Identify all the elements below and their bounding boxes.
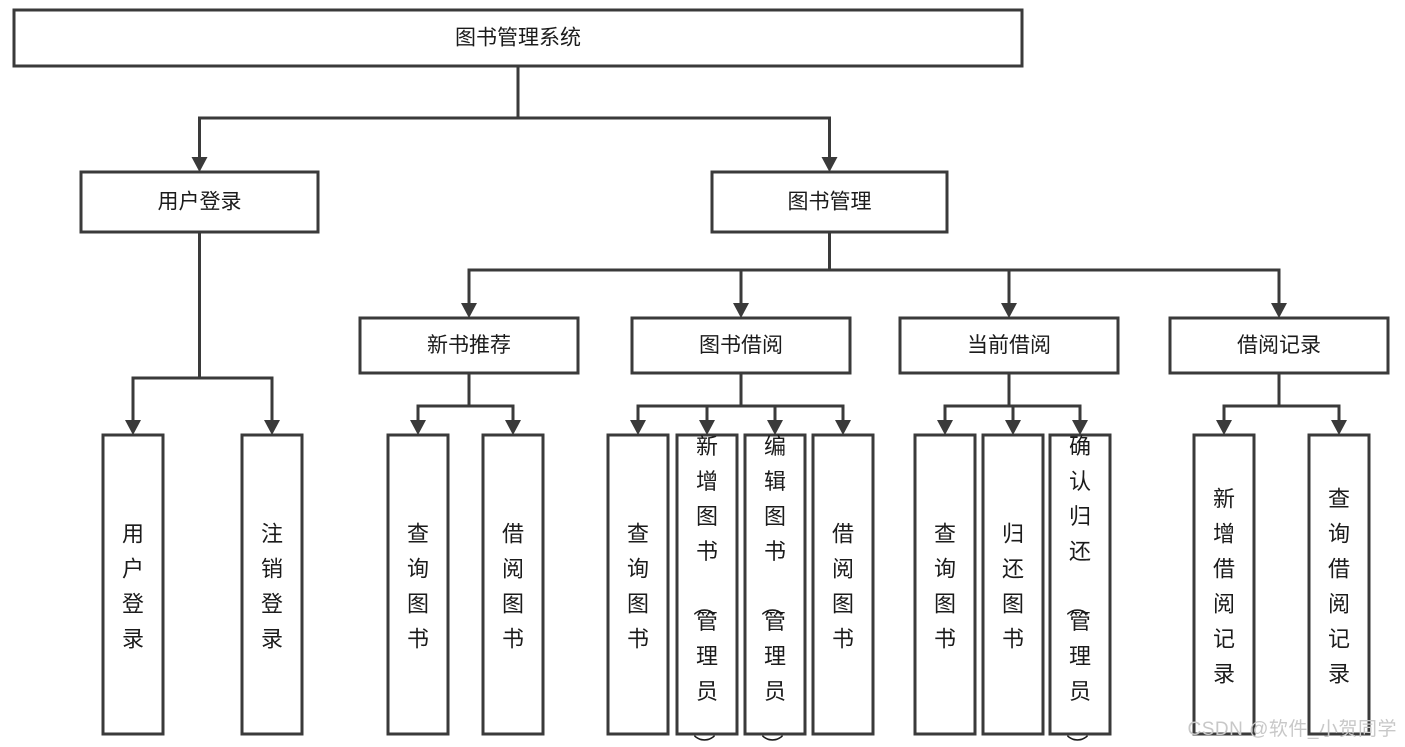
arrow-head-icon <box>835 420 851 435</box>
leaf-node-rect <box>606 433 670 736</box>
leaf-node[interactable]: 借阅图书 <box>811 433 875 736</box>
leaf-node-label: 查询借阅记录 <box>1328 487 1350 687</box>
arrow-head-icon <box>1001 303 1017 318</box>
leaf-node-label: 归还图书 <box>1002 522 1024 652</box>
arrow-head-icon <box>699 420 715 435</box>
leaf-node-rect <box>1192 433 1256 736</box>
arrow-head-icon <box>821 157 838 172</box>
leaf-node-rect <box>1048 433 1112 736</box>
arrow-head-icon <box>630 420 646 435</box>
level1-node-rect <box>710 170 949 234</box>
level1-node[interactable]: 用户登录 <box>79 170 320 234</box>
connector-layer <box>125 64 1347 435</box>
leaf-node[interactable]: 查询借阅记录 <box>1307 433 1371 736</box>
leaf-node-label: 编辑图书（管理员） <box>759 434 786 747</box>
leaf-node-rect <box>913 433 977 736</box>
level2-node[interactable]: 借阅记录 <box>1168 316 1390 375</box>
leaf-node-rect <box>386 433 450 736</box>
arrow-head-icon <box>733 303 749 318</box>
arrow-head-icon <box>1216 420 1232 435</box>
arrow-head-icon <box>1005 420 1021 435</box>
level2-node[interactable]: 图书借阅 <box>630 316 852 375</box>
csdn-watermark: CSDN @软件_小贺同学 <box>1187 719 1397 740</box>
level1-node-label: 用户登录 <box>158 191 242 214</box>
leaf-node[interactable]: 新增图书（管理员） <box>675 433 739 747</box>
arrow-head-icon <box>125 420 141 435</box>
arrow-head-icon <box>767 420 783 435</box>
arrow-head-icon <box>191 157 208 172</box>
leaf-node-rect <box>1307 433 1371 736</box>
leaf-node-rect <box>675 433 739 736</box>
leaf-node[interactable]: 借阅图书 <box>481 433 545 736</box>
arrow-head-icon <box>264 420 280 435</box>
level2-node-label: 当前借阅 <box>967 334 1051 357</box>
level1-node-rect <box>79 170 320 234</box>
root-node-book-management-system-rect <box>12 8 1024 68</box>
root-node-book-management-system-label: 图书管理系统 <box>455 27 581 50</box>
leaf-node-label: 用户登录 <box>122 522 144 652</box>
leaf-node-label: 查询图书 <box>407 522 429 652</box>
leaf-node[interactable]: 编辑图书（管理员） <box>743 433 807 747</box>
leaf-node-label: 借阅图书 <box>832 522 854 652</box>
leaf-node[interactable]: 确认归还（管理员） <box>1048 433 1112 747</box>
leaf-node-rect <box>981 433 1045 736</box>
leaf-node[interactable]: 用户登录 <box>101 433 165 736</box>
arrow-head-icon <box>1331 420 1347 435</box>
level1-node[interactable]: 图书管理 <box>710 170 949 234</box>
arrow-head-icon <box>1271 303 1287 318</box>
leaf-node-label: 注销登录 <box>261 522 283 652</box>
level2-node-label: 借阅记录 <box>1237 334 1321 357</box>
leaf-node-rect <box>101 433 165 736</box>
level2-node[interactable]: 当前借阅 <box>898 316 1120 375</box>
leaf-node[interactable]: 归还图书 <box>981 433 1045 736</box>
root-node-book-management-system[interactable]: 图书管理系统 <box>12 8 1024 68</box>
leaf-node-label: 查询图书 <box>627 522 649 652</box>
leaf-node-rect <box>811 433 875 736</box>
level2-node[interactable]: 新书推荐 <box>358 316 580 375</box>
leaf-node[interactable]: 查询图书 <box>913 433 977 736</box>
arrow-head-icon <box>461 303 477 318</box>
leaf-node[interactable]: 查询图书 <box>606 433 670 736</box>
arrow-head-icon <box>937 420 953 435</box>
arrow-head-icon <box>505 420 521 435</box>
leaf-node-label: 确认归还（管理员） <box>1064 434 1091 747</box>
leaf-node[interactable]: 新增借阅记录 <box>1192 433 1256 736</box>
node-layer: 图书管理系统用户登录图书管理新书推荐图书借阅当前借阅借阅记录用户登录注销登录查询… <box>12 8 1390 747</box>
arrow-head-icon <box>410 420 426 435</box>
leaf-node-rect <box>481 433 545 736</box>
leaf-node-rect <box>240 433 304 736</box>
level2-node-label: 图书借阅 <box>699 334 783 357</box>
level2-node-rect <box>358 316 580 375</box>
level1-node-label: 图书管理 <box>788 191 872 214</box>
level2-node-rect <box>1168 316 1390 375</box>
arrow-head-icon <box>1072 420 1088 435</box>
leaf-node-label: 查询图书 <box>934 522 956 652</box>
leaf-node-label: 新增图书（管理员） <box>691 434 718 747</box>
level2-node-rect <box>898 316 1120 375</box>
leaf-node-label: 借阅图书 <box>502 522 524 652</box>
leaf-node[interactable]: 查询图书 <box>386 433 450 736</box>
level2-node-rect <box>630 316 852 375</box>
leaf-node-rect <box>743 433 807 736</box>
level2-node-label: 新书推荐 <box>427 334 511 357</box>
leaf-node-label: 新增借阅记录 <box>1213 487 1235 687</box>
leaf-node[interactable]: 注销登录 <box>240 433 304 736</box>
